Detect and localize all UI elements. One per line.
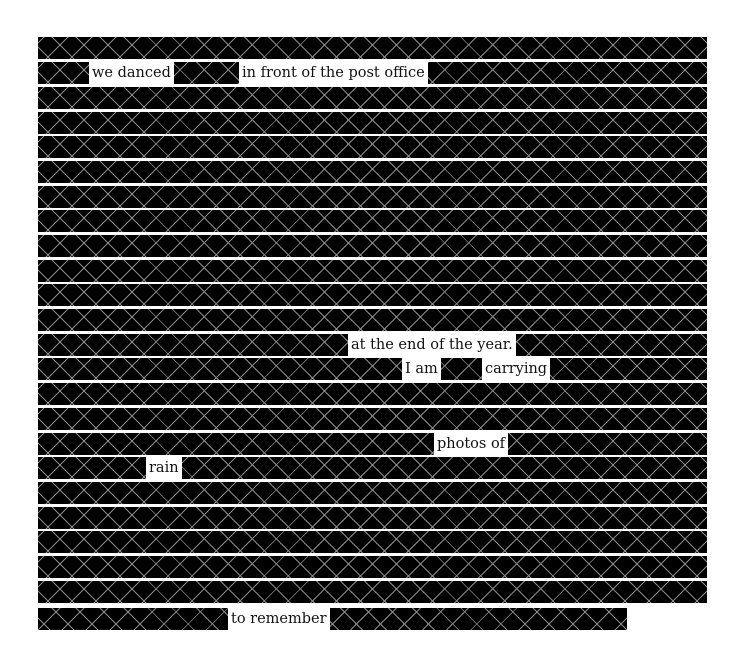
poem-line: photos of [38, 433, 707, 455]
poem-phrase-end-of-year: at the end of the year. [348, 334, 516, 356]
poem-phrase-rain: rain [146, 457, 182, 479]
poem-line: rain [38, 457, 707, 479]
redacted-line [38, 309, 707, 331]
redacted-line [38, 581, 707, 603]
redacted-line [38, 482, 707, 504]
redacted-line [38, 37, 707, 59]
redacted-line [38, 408, 707, 430]
poem-phrase-post-office: in front of the post office [239, 62, 428, 84]
redacted-line [38, 507, 707, 529]
redacted-line [38, 210, 707, 232]
poem-line: at the end of the year. [38, 334, 707, 356]
blackout-poem: we danced in front of the post office at… [38, 37, 707, 631]
poem-phrase-photos-of: photos of [434, 433, 509, 455]
redacted-line [38, 556, 707, 578]
poem-phrase-carrying: carrying [482, 358, 551, 380]
poem-phrase-we-danced: we danced [89, 62, 174, 84]
redacted-line [38, 136, 707, 158]
poem-phrase-to-remember: to remember [228, 608, 330, 630]
redacted-line [38, 87, 707, 109]
redacted-line [38, 186, 707, 208]
redacted-line [38, 383, 707, 405]
poem-line: I am carrying [38, 358, 707, 380]
redacted-line [38, 531, 707, 553]
redacted-line [38, 235, 707, 257]
redacted-line [38, 161, 707, 183]
redacted-line [38, 260, 707, 282]
redacted-line [38, 112, 707, 134]
poem-phrase-i-am: I am [402, 358, 441, 380]
poem-line: to remember [38, 608, 627, 630]
redacted-line [38, 284, 707, 306]
poem-line: we danced in front of the post office [38, 62, 707, 84]
